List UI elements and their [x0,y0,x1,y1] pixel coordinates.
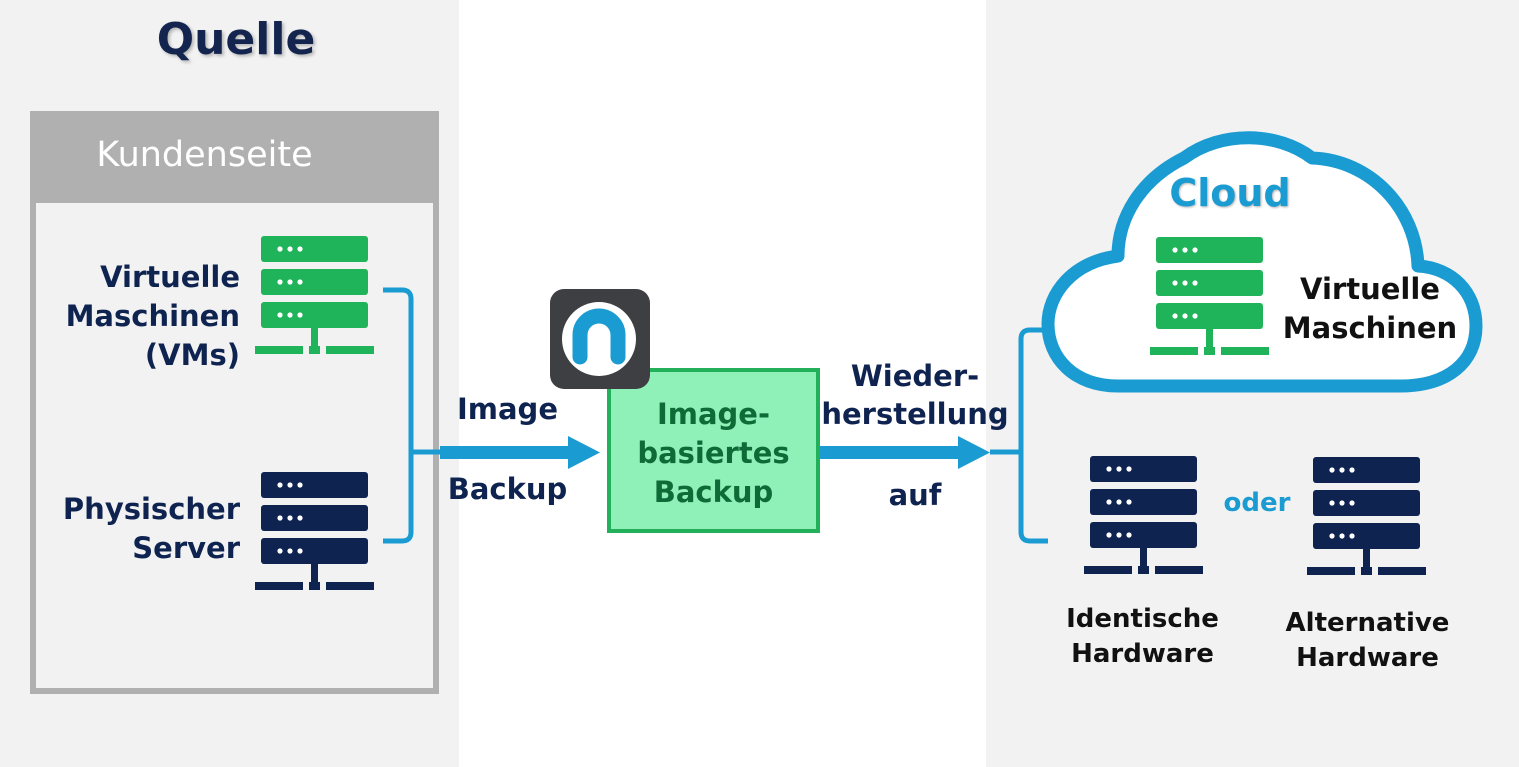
physical-server-label: Physischer Server [62,492,240,566]
image-backup-label: Image- basiertes Backup [637,397,790,510]
merge-bracket [383,287,440,544]
backup-app-logo-icon [550,289,650,389]
alternative-hardware-server-icon [1307,457,1426,575]
physical-server-icon [255,472,374,590]
vm-server-icon [255,236,374,354]
cloud-title: Cloud [1169,171,1291,215]
arrow-in-label-bottom: Backup [447,472,568,506]
identical-hardware-label: Identische Hardware [1066,604,1219,670]
customer-side-box [30,111,439,694]
arrow-out [820,436,990,469]
alternative-hardware-label: Alternative Hardware [1285,608,1450,674]
vm-label: Virtuelle Maschinen (VMs) [65,260,240,373]
customer-side-title: Kundenseite [96,135,313,175]
arrow-in [440,436,600,469]
cloud-vm-label: Virtuelle Maschinen [1282,272,1458,346]
arrow-out-label-top: Wieder- herstellung [821,359,1009,431]
source-title: Quelle [156,14,316,65]
arrow-in-label-top: Image [456,392,558,426]
image-backup-box [607,368,820,533]
arrow-out-label-bottom: auf [888,478,942,512]
identical-hardware-server-icon [1084,456,1203,574]
or-label: oder [1223,488,1291,518]
split-bracket [990,327,1048,544]
